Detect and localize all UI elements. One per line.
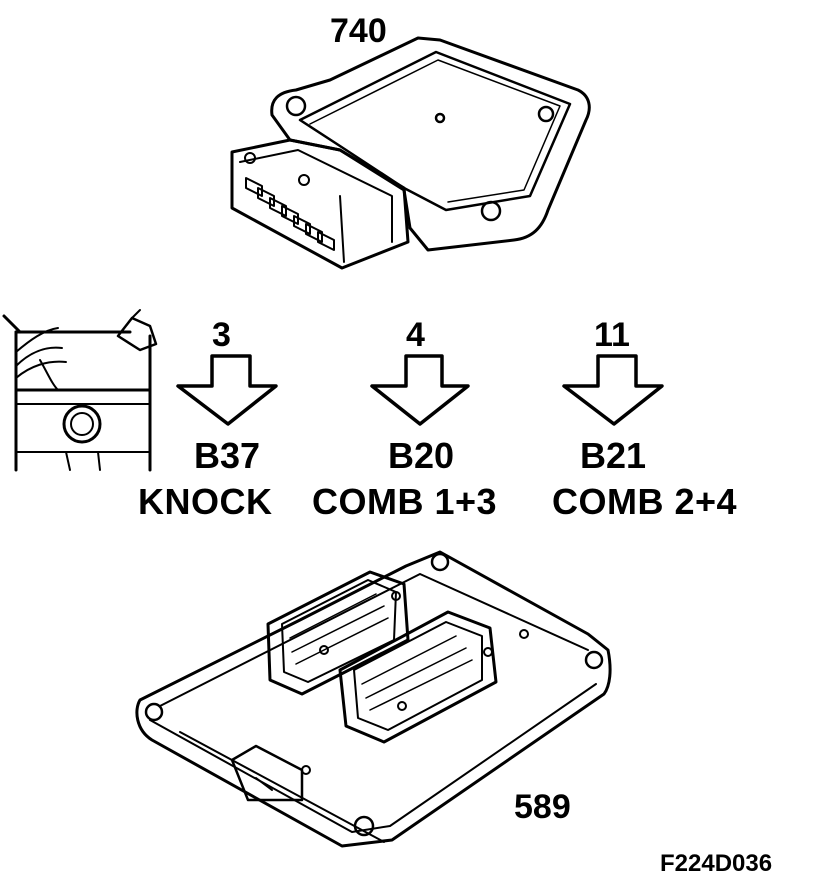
signal-description-label: KNOCK	[138, 481, 273, 522]
signal-pin-label: 11	[594, 316, 630, 354]
down-arrow-icon	[564, 356, 662, 424]
signal-code-label: B37	[194, 435, 261, 476]
signal-description-label: COMB 2+4	[552, 481, 738, 522]
ignition-module-icon	[232, 38, 589, 268]
signal-pin-label: 3	[212, 316, 231, 354]
signal-code-label: B20	[388, 435, 455, 476]
ignition-module-number: 740	[330, 12, 387, 50]
ecu-number: 589	[514, 788, 571, 826]
down-arrow-icon	[178, 356, 276, 424]
knock-sensor-icon	[4, 310, 156, 470]
figure-reference: F224D036	[660, 850, 773, 877]
down-arrow-icon	[372, 356, 468, 424]
signal-pin-label: 4	[406, 316, 425, 354]
control-unit-icon	[137, 552, 610, 846]
signal-description-label: COMB 1+3	[312, 481, 498, 522]
signal-code-label: B21	[580, 435, 647, 476]
